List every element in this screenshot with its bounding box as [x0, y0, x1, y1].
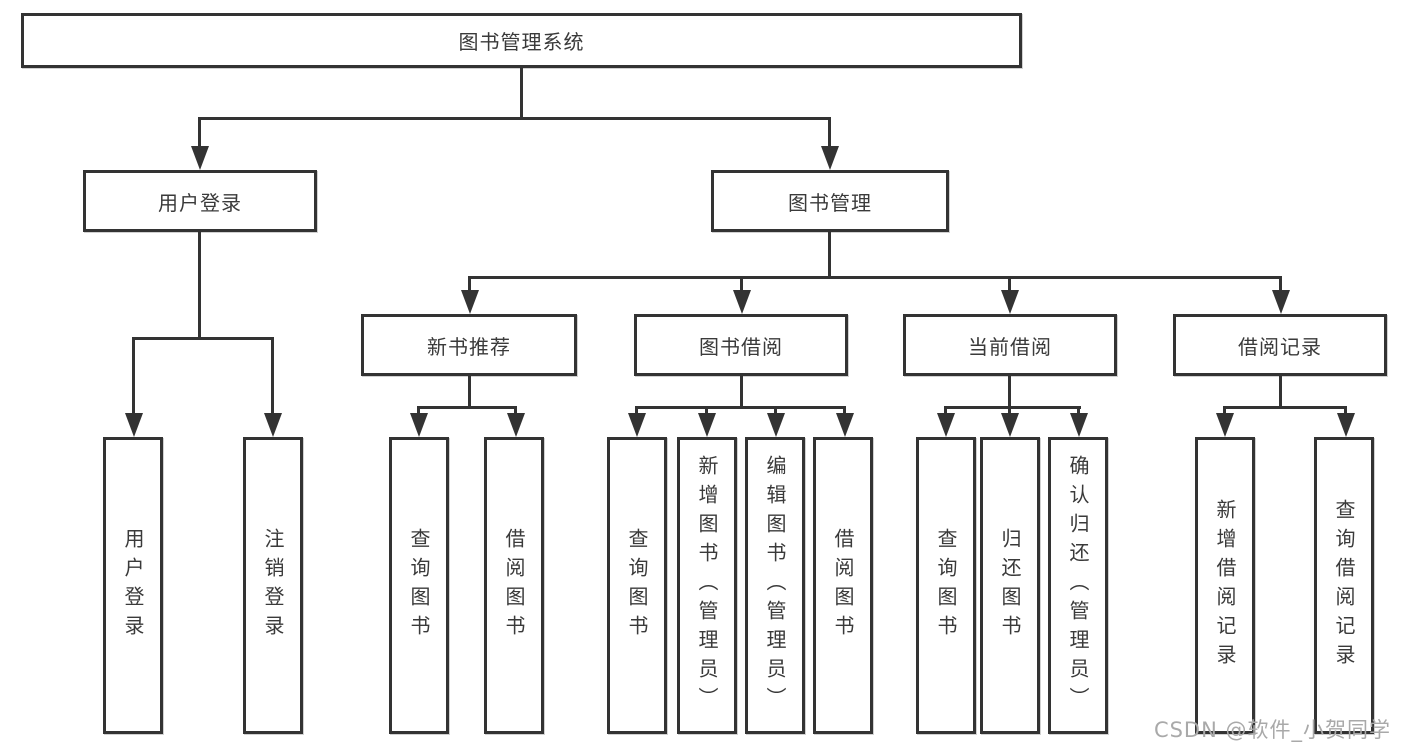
connector-to-user-login [198, 117, 201, 150]
arrow-leaf [836, 413, 854, 437]
leaf-search-books-current-label: 查询图书 [934, 527, 958, 644]
arrow-to-new-book [461, 290, 479, 314]
arrow-leaf [410, 413, 428, 437]
arrow-to-book-borrowing [733, 290, 751, 314]
node-borrowing-records: 借阅记录 [1173, 314, 1387, 376]
arrow-leaf [1337, 413, 1355, 437]
arrow-leaf [507, 413, 525, 437]
leaf-return-books: 归还图书 [980, 437, 1040, 734]
connector-root-stem [520, 68, 523, 117]
node-library-system: 图书管理系统 [21, 13, 1022, 68]
leaf-add-borrow-record-label: 新增借阅记录 [1213, 498, 1237, 673]
leaf-borrow-books: 借阅图书 [813, 437, 873, 734]
connector-borrowing-records-hline [1223, 406, 1347, 409]
arrow-to-book-management [821, 146, 839, 170]
connector-to-book-management [828, 117, 831, 150]
node-book-management: 图书管理 [711, 170, 949, 232]
arrow-to-current-borrowing [1001, 290, 1019, 314]
leaf-search-borrow-record: 查询借阅记录 [1314, 437, 1374, 734]
connector-to-borrowing-records [1279, 276, 1282, 292]
arrow-leaf [937, 413, 955, 437]
node-book-borrowing-label: 图书借阅 [699, 334, 783, 359]
node-borrowing-records-label: 借阅记录 [1238, 334, 1322, 359]
node-library-system-label: 图书管理系统 [458, 30, 585, 54]
leaf-return-books-label: 归还图书 [998, 527, 1022, 644]
connector-to-current-borrowing [1008, 276, 1011, 292]
connector-leaf [774, 406, 777, 415]
connector-leaf [1344, 406, 1347, 415]
connector-book-mgmt-hline [468, 276, 1282, 279]
connector-leaf [1223, 406, 1226, 415]
leaf-add-books-admin: 新增图书（管理员） [677, 437, 737, 734]
connector-to-new-book [468, 276, 471, 292]
arrow-leaf [1070, 413, 1088, 437]
node-user-login: 用户登录 [83, 170, 317, 232]
connector-to-leaf-user-login [132, 337, 135, 415]
leaf-search-books-recommend-label: 查询图书 [407, 527, 431, 644]
connector-borrowing-records-stem [1279, 376, 1282, 406]
arrow-to-borrowing-records [1272, 290, 1290, 314]
leaf-logout-label: 注销登录 [261, 527, 285, 644]
connector-user-login-stem [198, 232, 201, 337]
leaf-search-books-borrowing: 查询图书 [607, 437, 667, 734]
leaf-add-books-admin-label: 新增图书（管理员） [695, 455, 719, 716]
connector-leaf [1077, 406, 1080, 415]
arrow-to-user-login [191, 146, 209, 170]
connector-leaf [843, 406, 846, 415]
connector-book-borrowing-hline [635, 406, 846, 409]
connector-new-book-hline [417, 406, 517, 409]
connector-leaf [635, 406, 638, 415]
leaf-search-borrow-record-label: 查询借阅记录 [1332, 498, 1356, 673]
connector-book-mgmt-stem [828, 232, 831, 279]
connector-current-borrowing-hline [944, 406, 1081, 409]
connector-leaf [705, 406, 708, 415]
connector-leaf [944, 406, 947, 415]
connector-leaf [1008, 406, 1011, 415]
leaf-add-borrow-record: 新增借阅记录 [1195, 437, 1255, 734]
arrow-leaf [1001, 413, 1019, 437]
connector-current-borrowing-stem [1008, 376, 1011, 406]
connector-leaf [514, 406, 517, 415]
connector-leaf [417, 406, 420, 415]
leaf-logout: 注销登录 [243, 437, 303, 734]
leaf-search-books-current: 查询图书 [916, 437, 976, 734]
arrow-leaf [628, 413, 646, 437]
arrow-leaf [698, 413, 716, 437]
leaf-borrow-books-recommend: 借阅图书 [484, 437, 544, 734]
arrow-to-leaf-logout [264, 413, 282, 437]
leaf-search-books-borrowing-label: 查询图书 [625, 527, 649, 644]
node-book-borrowing: 图书借阅 [634, 314, 848, 376]
arrow-leaf [767, 413, 785, 437]
leaf-borrow-books-recommend-label: 借阅图书 [502, 527, 526, 644]
leaf-search-books-recommend: 查询图书 [389, 437, 449, 734]
connector-user-login-hline [132, 337, 274, 340]
leaf-confirm-return-admin-label: 确认归还（管理员） [1066, 455, 1090, 716]
watermark-text: CSDN @软件_小贺同学 [1153, 718, 1391, 742]
connector-book-borrowing-stem [740, 376, 743, 406]
connector-root-hline [198, 117, 831, 120]
leaf-borrow-books-label: 借阅图书 [831, 527, 855, 644]
connector-to-leaf-logout [271, 337, 274, 415]
node-book-management-label: 图书管理 [788, 190, 872, 215]
node-new-book-recommend-label: 新书推荐 [427, 334, 511, 359]
leaf-user-login-label: 用户登录 [121, 527, 145, 644]
connector-to-book-borrowing [740, 276, 743, 292]
connector-new-book-stem [468, 376, 471, 406]
leaf-confirm-return-admin: 确认归还（管理员） [1048, 437, 1108, 734]
arrow-to-leaf-user-login [125, 413, 143, 437]
node-current-borrowing-label: 当前借阅 [968, 334, 1052, 359]
leaf-user-login: 用户登录 [103, 437, 163, 734]
node-current-borrowing: 当前借阅 [903, 314, 1117, 376]
node-user-login-label: 用户登录 [158, 190, 242, 215]
arrow-leaf [1216, 413, 1234, 437]
node-new-book-recommend: 新书推荐 [361, 314, 577, 376]
leaf-edit-books-admin: 编辑图书（管理员） [745, 437, 805, 734]
leaf-edit-books-admin-label: 编辑图书（管理员） [763, 455, 787, 716]
